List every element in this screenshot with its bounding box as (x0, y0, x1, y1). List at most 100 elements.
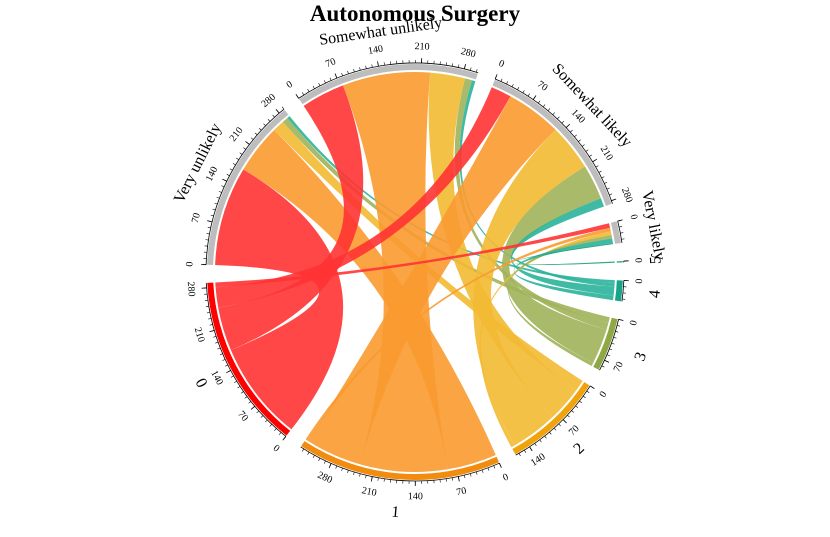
tick-label: 70 (235, 409, 250, 424)
minor-tick (558, 423, 561, 427)
minor-tick (222, 359, 226, 361)
minor-tick (365, 475, 367, 479)
minor-tick (226, 174, 230, 176)
minor-tick (470, 67, 472, 71)
minor-tick (206, 233, 210, 235)
minor-tick (539, 439, 542, 443)
sector-axis-3 (599, 319, 619, 371)
minor-tick (458, 64, 460, 68)
major-tick (226, 370, 231, 374)
minor-tick (451, 63, 454, 67)
sector-label-3: 3 (631, 350, 650, 363)
minor-tick (616, 325, 621, 327)
tick-label: 0 (285, 79, 295, 91)
ribbon-1-to-somewhat-unlikely (342, 72, 448, 472)
minor-tick (216, 196, 220, 199)
minor-tick (570, 129, 573, 133)
major-tick (565, 123, 571, 128)
minor-tick (234, 380, 237, 383)
tick-label: 0 (628, 319, 640, 326)
tick-label: 140 (569, 107, 587, 125)
major-tick (275, 109, 280, 114)
minor-tick (586, 390, 590, 394)
minor-tick (312, 455, 315, 459)
ribbon-4-to-somewhat-likely (511, 198, 615, 296)
minor-tick (212, 208, 216, 211)
minor-tick (601, 176, 605, 179)
tick-label: 280 (185, 281, 197, 297)
minor-tick (557, 116, 560, 120)
minor-tick (470, 473, 472, 477)
minor-tick (552, 112, 555, 115)
minor-tick (265, 419, 268, 423)
tick-label: 70 (567, 423, 582, 438)
minor-tick (371, 64, 373, 68)
minor-tick (524, 449, 527, 453)
minor-tick (281, 106, 285, 110)
major-tick (222, 178, 227, 182)
sector-bar-4 (614, 280, 623, 302)
minor-tick (221, 185, 225, 188)
tick-label: 0 (271, 443, 282, 455)
major-tick (617, 219, 623, 222)
sector-label-very-unlikely: Very unlikely (171, 121, 225, 206)
minor-tick (267, 119, 271, 122)
minor-tick (237, 386, 241, 389)
minor-tick (549, 431, 552, 435)
minor-tick (224, 364, 228, 367)
minor-tick (318, 83, 321, 86)
minor-tick (359, 67, 361, 71)
minor-tick (613, 336, 617, 339)
minor-tick (258, 128, 262, 131)
tick-label: 70 (324, 56, 337, 70)
minor-tick (547, 108, 551, 111)
sector-bar-3 (593, 317, 618, 370)
major-tick (328, 463, 332, 469)
sector-label-0: 0 (192, 376, 211, 391)
tick-label: 0 (597, 389, 609, 399)
tick-label: 210 (228, 125, 246, 144)
major-tick (618, 318, 624, 321)
minor-tick (493, 465, 496, 469)
tick-label: 140 (208, 369, 225, 387)
minor-tick (583, 395, 586, 399)
minor-tick (451, 477, 454, 481)
major-tick (529, 446, 533, 452)
minor-tick (263, 123, 266, 126)
minor-tick (595, 165, 599, 168)
minor-tick (606, 187, 610, 190)
minor-tick (579, 400, 582, 404)
sector-axis-somewhat-unlikely (298, 62, 479, 99)
tick-label: 210 (361, 485, 378, 499)
minor-tick (511, 84, 514, 88)
minor-tick (302, 92, 305, 96)
minor-tick (274, 428, 277, 431)
minor-tick (589, 154, 592, 157)
tick-label: 210 (192, 326, 207, 343)
minor-tick (239, 152, 243, 155)
sector-axis-very-unlikely (205, 108, 285, 265)
minor-tick (240, 391, 244, 394)
tick-label: 280 (316, 470, 334, 486)
minor-tick (487, 467, 490, 471)
minor-tick (353, 471, 355, 475)
sector-bar-somewhat-unlikely (299, 63, 478, 105)
minor-tick (377, 477, 379, 481)
sector-bar-2 (512, 382, 590, 455)
minor-tick (359, 473, 361, 477)
minor-tick (611, 342, 615, 345)
minor-tick (208, 318, 212, 320)
ribbon-0-to-somewhat-likely (215, 87, 511, 308)
tick-label: 0 (184, 261, 195, 266)
minor-tick (341, 73, 343, 77)
tick-label: 140 (529, 451, 548, 468)
major-tick (604, 359, 610, 363)
sector-label-4: 4 (646, 289, 664, 299)
tick-label: 140 (408, 491, 423, 502)
minor-tick (347, 470, 349, 474)
ribbon-0-to-very-unlikely (215, 169, 344, 430)
minor-tick (323, 80, 326, 84)
minor-tick (229, 168, 233, 171)
minor-tick (609, 193, 613, 196)
sector-axis-2 (515, 385, 591, 456)
